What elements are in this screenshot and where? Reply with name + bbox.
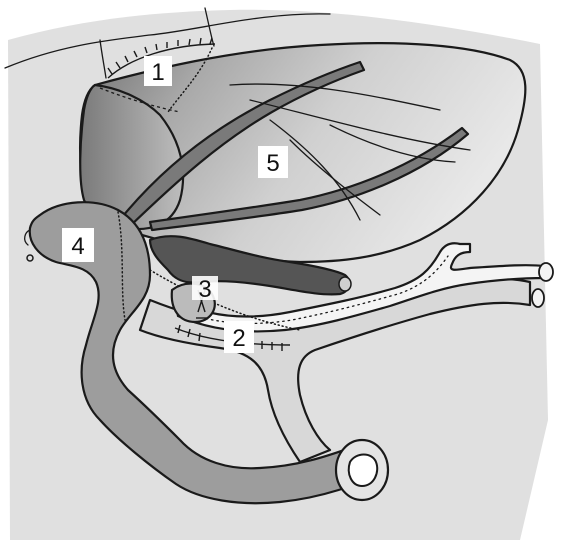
label-2: 2 [224,321,254,353]
pancreatic-duct-stump [339,277,351,291]
label-4-text: 4 [71,233,84,260]
label-1: 1 [144,56,172,86]
label-2-text: 2 [232,325,245,352]
label-3: 3 [192,276,218,303]
label-4: 4 [62,228,94,262]
label-3-text: 3 [198,276,211,303]
label-5-text: 5 [266,150,279,177]
label-5: 5 [258,146,288,178]
label-1-text: 1 [151,59,164,86]
artery-end-2 [532,289,544,307]
artery-end-1 [539,263,553,281]
bowel-lumen [349,455,377,487]
